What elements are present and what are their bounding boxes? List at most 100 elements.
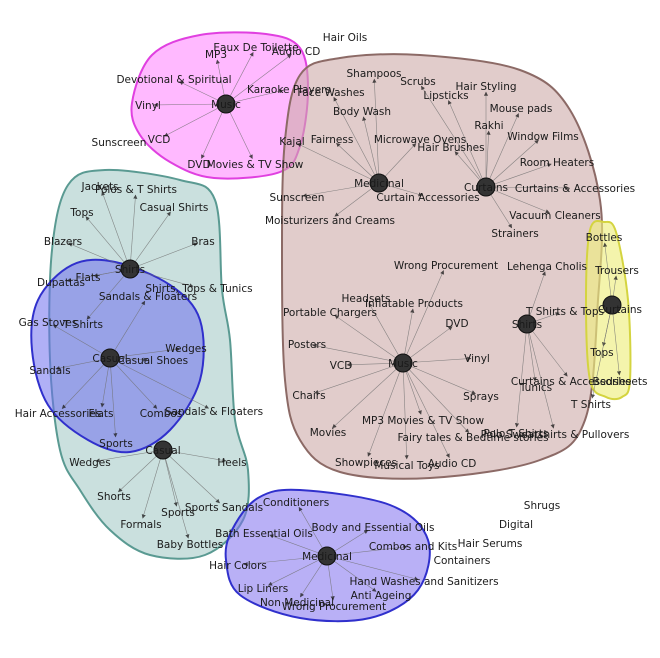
node-label: Dupattas <box>37 277 85 289</box>
edge-media-brown-9 <box>402 362 476 395</box>
edge-media-brown-1 <box>368 302 404 364</box>
edge-footwear-blue-0 <box>109 300 146 359</box>
hub-nodes <box>100 94 622 566</box>
edge-home-brown-3 <box>485 113 519 188</box>
node-label: Tops <box>589 347 613 359</box>
edge-media-brown-15 <box>402 362 409 460</box>
node-label: Casual Shirts <box>140 202 209 214</box>
node-label: Tunics <box>519 382 552 394</box>
node-label: Fairy tales & Bedtime stories <box>397 432 548 444</box>
node-label: MP3 Movies & TV Show <box>362 415 484 427</box>
edge-clothing-teal-2 <box>85 216 131 270</box>
edge-home-brown-2 <box>447 100 487 188</box>
node-label: Hand Washes and Sanitizers <box>349 576 498 588</box>
node-label: Room Heaters <box>520 157 594 169</box>
node-label: Sandals & Floaters <box>165 406 263 418</box>
node-label: Microwave Ovens <box>374 134 466 146</box>
edge-beauty-brown-3 <box>336 142 380 184</box>
edge-apparel-brown-5 <box>514 323 528 428</box>
edge-apparel-brown-2 <box>526 323 568 377</box>
edge-footwear-blue-8 <box>109 357 210 409</box>
node-label: Bedsheets <box>593 376 648 388</box>
edge-media-brown-6 <box>402 356 472 364</box>
node-label: Sports Sandals <box>185 502 263 514</box>
edge-clothing-teal-3 <box>129 211 171 270</box>
edge-footwear-blue-2 <box>109 347 181 359</box>
node-label: Posters <box>288 339 326 351</box>
node-label: T Shirts <box>62 319 103 331</box>
node-label: VCD <box>330 360 353 372</box>
node-label: MP3 <box>205 49 227 61</box>
edge-casual-teal-5 <box>141 449 164 519</box>
edge-media-brown-14 <box>402 362 450 458</box>
node-label: Wrong Procurement <box>282 601 386 613</box>
hub-label: Shirts <box>115 264 145 276</box>
edge-yellow-small-0 <box>603 242 613 306</box>
edge-casual-teal-1 <box>162 449 227 463</box>
node-label: Baby Bottles <box>157 539 224 551</box>
node-label: Body and Essential Oils <box>312 522 435 534</box>
node-label: Eaux De Toilette <box>213 42 298 54</box>
edge-medicinal-purple-5 <box>326 555 419 581</box>
node-label: Wedges <box>165 343 207 355</box>
edge-home-brown-8 <box>485 185 570 190</box>
node-label: Polos & T Shirts <box>95 184 177 196</box>
edge-media-brown-8 <box>314 362 404 394</box>
edge-music-pink-3 <box>225 89 284 105</box>
node-label: Rakhi <box>474 120 503 132</box>
edge-music-pink-5 <box>153 102 227 107</box>
node-label: Bath Essential Oils <box>215 528 313 540</box>
isolated-node-label: Shrugs <box>524 500 560 512</box>
node-label: Combos <box>140 408 183 420</box>
node-label: DVD <box>187 159 210 171</box>
edge-footwear-blue-9 <box>109 357 118 438</box>
hub-label: Medicinal <box>302 551 352 563</box>
hub-label: Music <box>211 99 241 111</box>
hub-node-clothing-teal <box>120 259 140 279</box>
node-label: Strainers <box>491 228 538 240</box>
node-label: DVD <box>445 318 468 330</box>
node-label: Sandals <box>29 365 70 377</box>
node-label: Sprays <box>463 391 499 403</box>
edge-media-brown-3 <box>334 315 404 364</box>
node-label: Vinyl <box>135 100 161 112</box>
hub-label: Casual <box>145 445 180 457</box>
node-label: Window Films <box>507 131 579 143</box>
edge-casual-teal-6 <box>162 449 190 539</box>
node-label: Sports <box>99 438 133 450</box>
edge-home-brown-7 <box>485 163 552 188</box>
edge-casual-teal-3 <box>162 449 220 504</box>
edge-music-pink-6 <box>163 103 227 137</box>
node-label: Lehenga Cholis <box>507 261 587 273</box>
hub-node-media-brown <box>393 353 413 373</box>
edge-medicinal-purple-7 <box>326 555 377 592</box>
edge-music-pink-2 <box>225 54 292 105</box>
hub-label: Medicinal <box>354 178 404 190</box>
hub-node-music-pink <box>216 94 236 114</box>
node-label: Shirts, Tops & Tunics <box>145 283 252 295</box>
node-label: Curtains & Accessories <box>515 183 635 195</box>
node-label: Heels <box>217 457 246 469</box>
edge-clothing-teal-4 <box>68 242 131 270</box>
node-label: Showpieces <box>335 457 397 469</box>
node-label: Flats <box>76 272 101 284</box>
node-label: VCD <box>148 134 171 146</box>
node-label: Mouse pads <box>490 103 553 115</box>
hub-node-beauty-brown <box>369 173 389 193</box>
node-label: Curtains <box>598 304 642 316</box>
edge-footwear-blue-5 <box>61 357 111 409</box>
node-label: Hair Colors <box>209 560 267 572</box>
node-label: Bras <box>191 236 214 248</box>
node-label: Movies <box>310 427 347 439</box>
node-label: Portable Chargers <box>283 307 377 319</box>
node-label: T Shirts & Tops <box>525 306 604 318</box>
isolated-node-label: Hair Oils <box>323 32 367 44</box>
edge-beauty-brown-2 <box>362 116 380 184</box>
hub-node-medicinal-purple <box>317 546 337 566</box>
edge-medicinal-purple-3 <box>326 545 408 557</box>
node-label: Wedges <box>69 457 111 469</box>
node-label: Formals <box>120 519 161 531</box>
node-label: Shorts <box>97 491 131 503</box>
edge-medicinal-purple-6 <box>267 555 328 586</box>
edge-casual-teal-0 <box>95 449 164 463</box>
